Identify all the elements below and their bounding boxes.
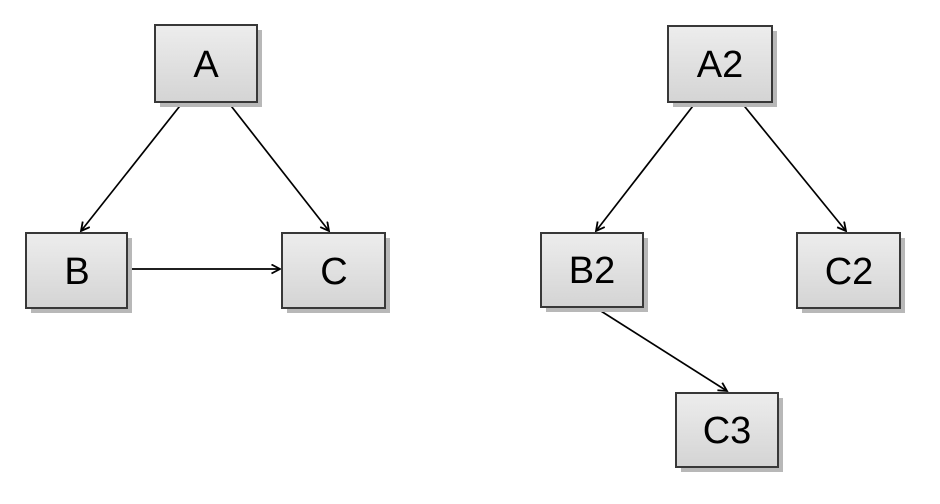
edge-line-A2-C2 <box>740 101 846 231</box>
edge-line-B2-C3 <box>592 305 727 391</box>
node-C2-label: C2 <box>825 251 874 293</box>
node-B-label: B <box>64 251 89 293</box>
edge-A2-C2 <box>740 101 846 231</box>
node-C-label: C <box>320 251 347 293</box>
node-A2-label: A2 <box>697 44 743 86</box>
node-B[interactable]: B <box>25 232 132 313</box>
edge-B2-C3 <box>592 305 727 391</box>
left-graph: A B C <box>25 24 390 313</box>
edge-line-A2-B2 <box>596 101 697 231</box>
node-B2-label: B2 <box>569 250 615 292</box>
node-A-box[interactable] <box>154 24 258 103</box>
node-C3[interactable]: C3 <box>675 392 783 472</box>
edge-A-B <box>81 101 184 231</box>
right-graph: A2 B2 C2 C3 <box>540 25 905 472</box>
node-C3-label: C3 <box>703 410 752 452</box>
node-C[interactable]: C <box>281 232 390 313</box>
node-A2-box[interactable] <box>667 25 773 103</box>
node-A[interactable]: A <box>154 24 262 107</box>
edge-line-A-C <box>227 101 329 231</box>
node-A-label: A <box>193 44 219 86</box>
node-A2[interactable]: A2 <box>667 25 777 107</box>
edge-A-C <box>227 101 329 231</box>
node-B2[interactable]: B2 <box>540 232 648 312</box>
node-B-box[interactable] <box>25 232 128 309</box>
edge-line-A-B <box>81 101 184 231</box>
node-C2[interactable]: C2 <box>796 232 905 313</box>
node-C2-box[interactable] <box>796 232 901 309</box>
node-C-box[interactable] <box>281 232 386 309</box>
edge-A2-B2 <box>596 101 697 231</box>
node-C3-box[interactable] <box>675 392 779 468</box>
node-B2-box[interactable] <box>540 232 644 308</box>
